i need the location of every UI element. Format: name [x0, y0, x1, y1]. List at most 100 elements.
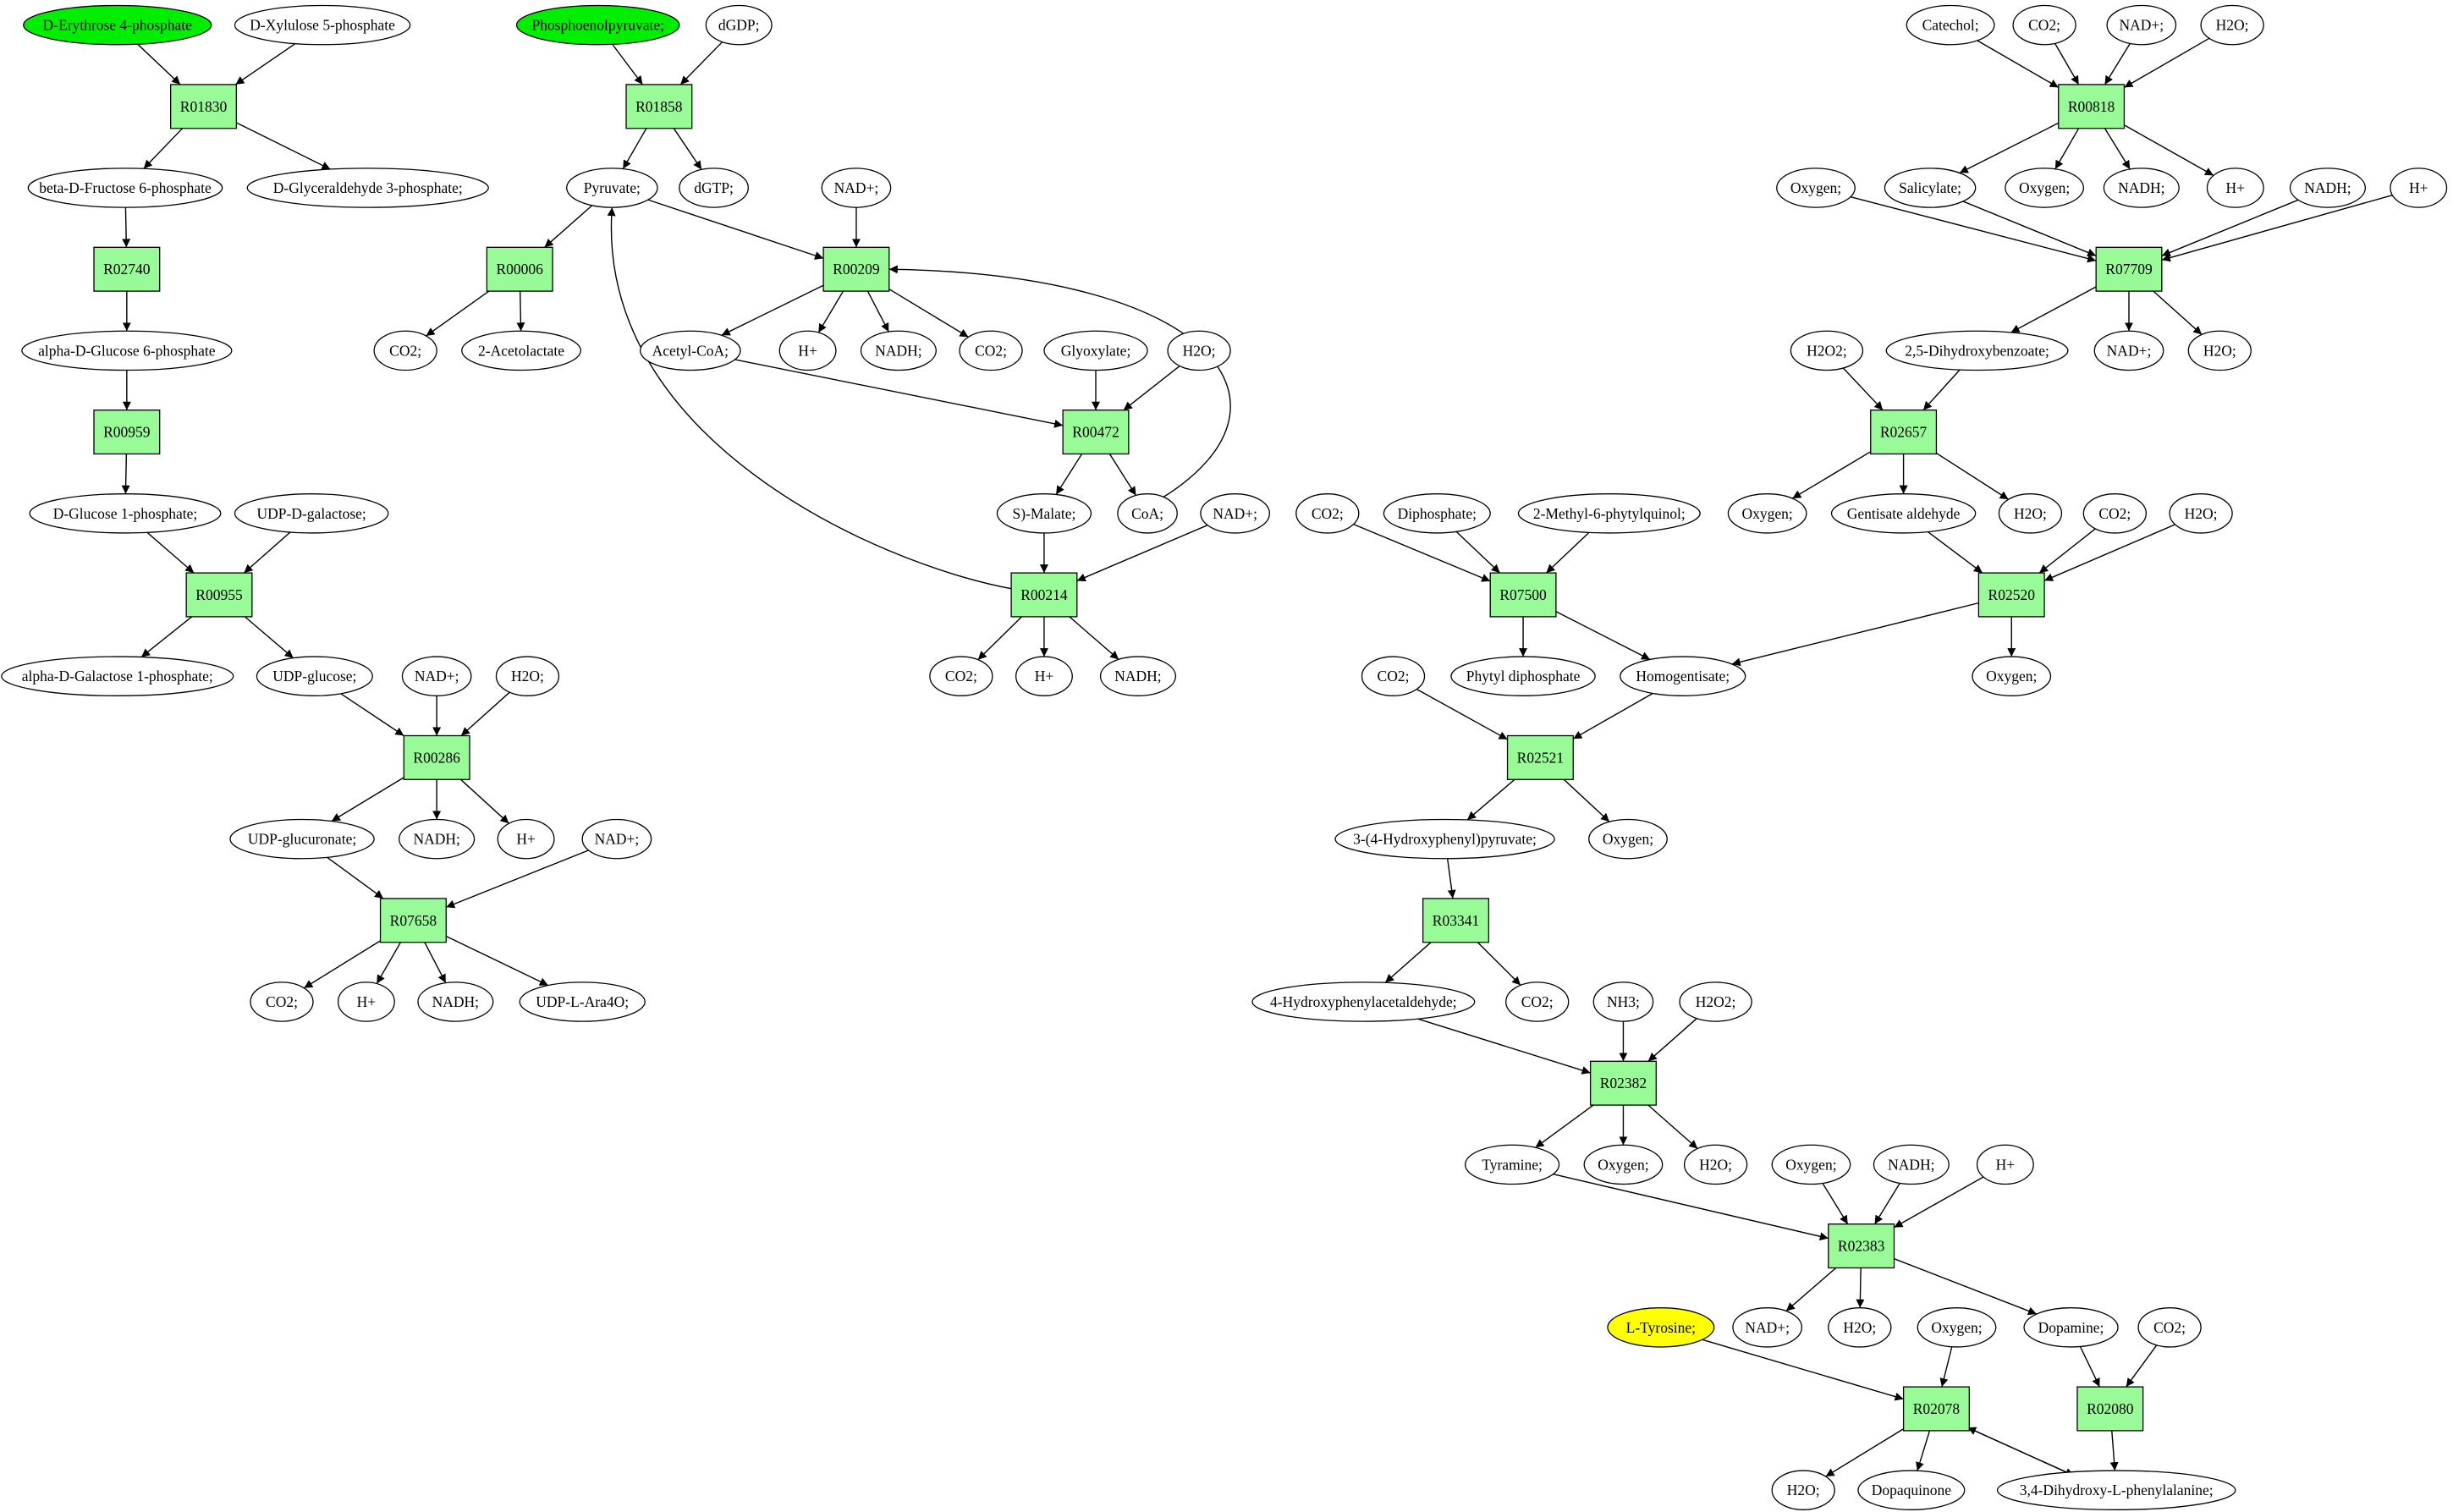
metabolite-node-nadh_7709[interactable]: NADH;: [2289, 168, 2367, 208]
metabolite-node-acetylcoa[interactable]: Acetyl-CoA;: [639, 330, 741, 371]
metabolite-node-oxygen_2521[interactable]: Oxygen;: [1588, 818, 1668, 860]
metabolite-node-oxygen_818[interactable]: Oxygen;: [2005, 168, 2085, 208]
reaction-node-01858[interactable]: R01858: [625, 84, 693, 129]
metabolite-node-hpa[interactable]: 4-Hydroxyphenylacetaldehyde;: [1251, 981, 1476, 1022]
metabolite-node-pep[interactable]: Phosphoenolpyruvate;: [515, 4, 680, 46]
metabolite-node-udpglucuronate[interactable]: UDP-glucuronate;: [229, 818, 375, 860]
metabolite-node-udpglucose[interactable]: UDP-glucose;: [256, 656, 373, 696]
metabolite-node-co2_209[interactable]: CO2;: [959, 330, 1023, 371]
metabolite-node-h2o2_2657[interactable]: H2O2;: [1790, 330, 1864, 371]
metabolite-node-h_286[interactable]: H+: [497, 818, 555, 860]
reaction-node-00006[interactable]: R00006: [486, 246, 553, 292]
reaction-node-00472[interactable]: R00472: [1062, 410, 1130, 455]
metabolite-node-udpgalactose[interactable]: UDP-D-galactose;: [234, 493, 389, 534]
reaction-node-02521[interactable]: R02521: [1506, 734, 1574, 780]
reaction-node-02080[interactable]: R02080: [2076, 1386, 2144, 1432]
metabolite-node-h2o_818[interactable]: H2O;: [2200, 4, 2264, 46]
metabolite-node-aglucose6p[interactable]: alpha-D-Glucose 6-phosphate: [21, 330, 233, 371]
metabolite-node-h2o2_2382[interactable]: H2O2;: [1679, 981, 1752, 1022]
metabolite-node-xylulose5p[interactable]: D-Xylulose 5-phosphate: [234, 4, 411, 46]
metabolite-node-co2_7658[interactable]: CO2;: [250, 981, 314, 1022]
reaction-node-02382[interactable]: R02382: [1589, 1060, 1657, 1106]
metabolite-node-nad_209[interactable]: NAD+;: [821, 168, 892, 208]
metabolite-node-glucose1p[interactable]: D-Glucose 1-phosphate;: [29, 493, 222, 534]
metabolite-node-nadh_286[interactable]: NADH;: [399, 818, 476, 860]
metabolite-node-coa[interactable]: CoA;: [1117, 493, 1178, 534]
metabolite-node-h2o_472[interactable]: H2O;: [1167, 330, 1231, 371]
metabolite-node-homogentisate[interactable]: Homogentisate;: [1620, 656, 1746, 696]
metabolite-node-g3p[interactable]: D-Glyceraldehyde 3-phosphate;: [246, 168, 489, 208]
metabolite-node-nad_7709[interactable]: NAD+;: [2093, 330, 2164, 371]
reaction-node-02657[interactable]: R02657: [1870, 410, 1938, 455]
metabolite-node-h_214[interactable]: H+: [1015, 656, 1073, 696]
metabolite-node-nh3[interactable]: NH3;: [1592, 981, 1654, 1022]
metabolite-node-co2_2520[interactable]: CO2;: [2082, 493, 2148, 534]
metabolite-node-nad_2383[interactable]: NAD+;: [1732, 1307, 1802, 1348]
reaction-node-03341[interactable]: R03341: [1422, 898, 1490, 943]
reaction-node-07658[interactable]: R07658: [379, 898, 447, 943]
metabolite-node-h_2383[interactable]: H+: [1976, 1144, 2034, 1185]
metabolite-node-co2_2521[interactable]: CO2;: [1361, 656, 1426, 696]
metabolite-node-udpara[interactable]: UDP-L-Ara4O;: [519, 981, 646, 1022]
reaction-node-02520[interactable]: R02520: [1977, 572, 2045, 618]
reaction-node-00955[interactable]: R00955: [185, 572, 253, 618]
metabolite-node-oxygen_2657[interactable]: Oxygen;: [1727, 493, 1807, 534]
metabolite-node-co2_7500[interactable]: CO2;: [1295, 493, 1360, 534]
metabolite-node-fructose6p[interactable]: beta-D-Fructose 6-phosphate: [27, 168, 223, 208]
metabolite-node-oxygen_7709[interactable]: Oxygen;: [1776, 168, 1856, 208]
metabolite-node-malate[interactable]: S)-Malate;: [996, 493, 1092, 534]
metabolite-node-nad_286[interactable]: NAD+;: [401, 656, 472, 696]
metabolite-node-mpq[interactable]: 2-Methyl-6-phytylquinol;: [1517, 493, 1701, 534]
metabolite-node-h2o_2078[interactable]: H2O;: [1771, 1470, 1835, 1510]
metabolite-node-h2o_2657[interactable]: H2O;: [1998, 493, 2063, 534]
metabolite-node-dgdp[interactable]: dGDP;: [705, 4, 773, 46]
metabolite-node-h2o_2382[interactable]: H2O;: [1683, 1144, 1748, 1185]
reaction-node-07709[interactable]: R07709: [2095, 246, 2163, 292]
metabolite-node-oxygen_2382[interactable]: Oxygen;: [1583, 1144, 1664, 1185]
metabolite-node-nadh_818[interactable]: NADH;: [2103, 168, 2180, 208]
metabolite-node-co2_2080[interactable]: CO2;: [2137, 1307, 2202, 1348]
reaction-node-07500[interactable]: R07500: [1489, 572, 1557, 618]
metabolite-node-tyrosine[interactable]: L-Tyrosine;: [1607, 1307, 1715, 1348]
reaction-node-00214[interactable]: R00214: [1010, 572, 1078, 618]
reaction-node-00959[interactable]: R00959: [93, 410, 161, 455]
metabolite-node-co2_818[interactable]: CO2;: [2012, 4, 2076, 46]
metabolite-node-dgtp[interactable]: dGTP;: [679, 168, 749, 208]
metabolite-node-hpp[interactable]: 3-(4-Hydroxyphenyl)pyruvate;: [1334, 818, 1555, 860]
reaction-node-01830[interactable]: R01830: [169, 84, 237, 129]
metabolite-node-nad_214[interactable]: NAD+;: [1200, 493, 1271, 534]
reaction-node-00818[interactable]: R00818: [2058, 84, 2126, 129]
metabolite-node-h2o_7709[interactable]: H2O;: [2187, 330, 2252, 371]
reaction-node-02740[interactable]: R02740: [93, 246, 161, 292]
metabolite-node-erythrose4p[interactable]: D-Erythrose 4-phosphate: [23, 4, 212, 46]
metabolite-node-nadh_2383[interactable]: NADH;: [1873, 1144, 1950, 1185]
metabolite-node-oxygen_2520[interactable]: Oxygen;: [1972, 656, 2052, 696]
reaction-node-02078[interactable]: R02078: [1902, 1386, 1970, 1432]
metabolite-node-dhb[interactable]: 2,5-Dihydroxybenzoate;: [1885, 330, 2069, 371]
reaction-node-00209[interactable]: R00209: [822, 246, 890, 292]
metabolite-node-nadh_209[interactable]: NADH;: [860, 330, 937, 371]
metabolite-node-glyoxylate[interactable]: Glyoxylate;: [1043, 330, 1148, 371]
reaction-node-02383[interactable]: R02383: [1828, 1223, 1895, 1269]
metabolite-node-pyruvate[interactable]: Pyruvate;: [566, 168, 658, 208]
metabolite-node-h2o_2520[interactable]: H2O;: [2169, 493, 2233, 534]
metabolite-node-nad_7658[interactable]: NAD+;: [581, 818, 652, 860]
metabolite-node-h2o_286[interactable]: H2O;: [495, 656, 560, 696]
metabolite-node-tyramine[interactable]: Tyramine;: [1464, 1144, 1560, 1185]
metabolite-node-gentisald[interactable]: Gentisate aldehyde: [1830, 493, 1977, 534]
metabolite-node-h_209[interactable]: H+: [778, 330, 837, 371]
metabolite-node-h2o_2383[interactable]: H2O;: [1828, 1307, 1892, 1348]
metabolite-node-h_7709[interactable]: H+: [2390, 168, 2448, 208]
metabolite-node-co2_214[interactable]: CO2;: [929, 656, 993, 696]
reaction-node-00286[interactable]: R00286: [403, 734, 470, 780]
metabolite-node-agalactose1p[interactable]: alpha-D-Galactose 1-phosphate;: [1, 656, 234, 696]
metabolite-node-oxygen_2078[interactable]: Oxygen;: [1917, 1307, 1997, 1348]
metabolite-node-nad_818[interactable]: NAD+;: [2106, 4, 2177, 46]
metabolite-node-nadh_7658[interactable]: NADH;: [417, 981, 494, 1022]
metabolite-node-dopamine[interactable]: Dopamine;: [2023, 1307, 2119, 1348]
metabolite-node-acetolactate[interactable]: 2-Acetolactate: [461, 330, 582, 371]
metabolite-node-h_818[interactable]: H+: [2206, 168, 2264, 208]
metabolite-node-dopaquinone[interactable]: Dopaquinone: [1857, 1470, 1966, 1510]
metabolite-node-salicylate[interactable]: Salicylate;: [1884, 168, 1977, 208]
metabolite-node-co2_3341[interactable]: CO2;: [1505, 981, 1570, 1022]
